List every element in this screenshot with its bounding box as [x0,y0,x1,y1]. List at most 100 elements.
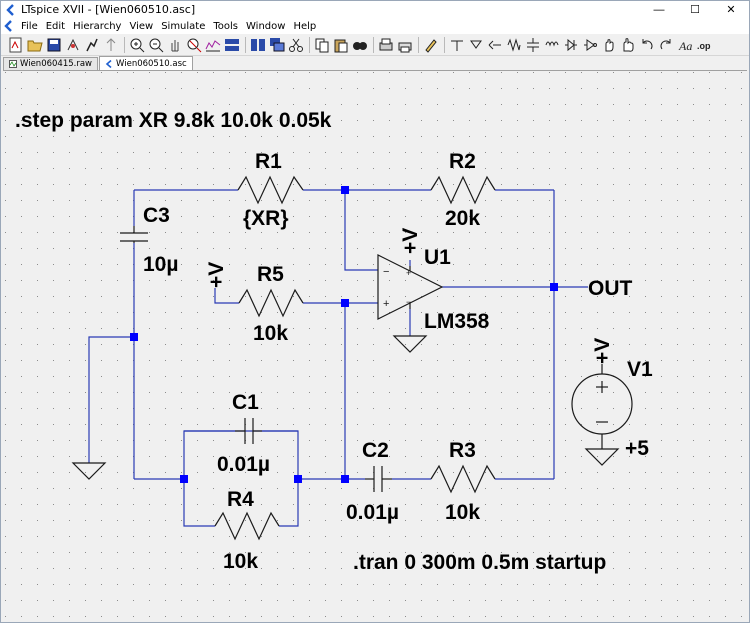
minimize-button[interactable]: — [653,3,665,16]
zoom-out-button[interactable] [147,36,165,54]
pan-icon [171,39,179,51]
open-button[interactable] [26,36,44,54]
resistor-r5[interactable] [238,288,304,318]
paste-button[interactable] [332,36,350,54]
junction-dot [130,333,138,341]
wire[interactable] [183,479,215,527]
move-button[interactable] [600,36,618,54]
document-system-icon[interactable] [3,20,15,32]
wire-button[interactable] [448,36,466,54]
maximize-button[interactable]: ☐ [690,4,700,16]
pencil-icon [425,38,437,53]
undo-button[interactable] [638,36,656,54]
c3-value: 10µ [143,253,178,276]
schematic-canvas[interactable]: − + + − [3,70,747,621]
resistor-button[interactable] [505,36,523,54]
diode-button[interactable] [562,36,580,54]
schematic-icon [105,59,112,68]
drag-button[interactable] [619,36,637,54]
cascade-button[interactable] [268,36,286,54]
run-button[interactable] [83,36,101,54]
ground-symbol[interactable] [392,335,428,353]
menu-bar: File Edit Hierarchy View Simulate Tools … [1,18,749,34]
junction-dot [180,475,188,483]
wire[interactable] [88,336,134,463]
print-button[interactable] [396,36,414,54]
menu-view[interactable]: View [129,20,154,32]
menu-hierarchy[interactable]: Hierarchy [73,20,122,32]
components: − + + − [71,175,633,541]
control-panel-button[interactable] [64,36,82,54]
zoom-in-button[interactable] [128,36,146,54]
cascade-icon [270,37,285,51]
pencil-button[interactable] [422,36,440,54]
capacitor-c1[interactable] [235,418,262,444]
resistor-r3[interactable] [430,464,496,494]
r5-supply-label[interactable]: +V [205,262,228,288]
resistor-r2[interactable] [430,175,496,205]
component-button[interactable] [581,36,599,54]
v1-supply-label[interactable]: +V [591,338,614,364]
out-net-label[interactable]: OUT [588,277,633,300]
toolbar-separator [309,36,310,53]
menu-window[interactable]: Window [246,20,286,32]
wire[interactable] [279,479,299,527]
inductor-button[interactable] [543,36,561,54]
wire[interactable] [214,288,239,304]
zoom-in-icon [130,38,145,52]
capacitor-button[interactable] [524,36,542,54]
label-button[interactable] [486,36,504,54]
wire[interactable] [344,190,378,271]
halt-icon [106,37,116,51]
close-button[interactable]: ✕ [726,4,736,16]
pan-button[interactable] [166,36,184,54]
toolbar-separator [124,36,125,53]
menu-simulate[interactable]: Simulate [161,20,206,32]
opamp-vminus-pin: − [406,297,411,307]
find-button[interactable] [351,36,369,54]
menu-file[interactable]: File [21,20,38,32]
r4-name: R4 [227,488,254,511]
r5-name: R5 [257,263,284,286]
opamp-minus-sign: − [383,266,389,278]
grid-background [3,71,747,621]
menu-help[interactable]: Help [293,20,317,32]
tran-directive[interactable]: .tran 0 300m 0.5m startup [353,551,606,574]
copy-button[interactable] [313,36,331,54]
u1-name: U1 [424,246,451,269]
autoscale-button[interactable] [204,36,222,54]
menu-tools[interactable]: Tools [213,20,239,32]
ground-symbol[interactable] [584,448,620,466]
c2-name: C2 [362,439,389,462]
tab-wien060415-raw[interactable]: Wien060415.raw [3,57,99,70]
ground-button[interactable] [467,36,485,54]
tile-horizontal-button[interactable] [223,36,241,54]
new-schematic-button[interactable] [7,36,25,54]
zoom-fit-icon [187,38,202,52]
cut-button[interactable] [287,36,305,54]
redo-button[interactable] [657,36,675,54]
resistor-r4[interactable] [214,511,280,541]
spice-directive-button[interactable]: .op [695,36,713,54]
voltage-source-v1[interactable] [571,364,633,449]
menu-edit[interactable]: Edit [45,20,66,32]
opamp-u1[interactable] [377,254,444,320]
text-button[interactable]: Aa [676,36,694,54]
title-bar: LTspice XVII - [Wien060510.asc] — ☐ ✕ [1,1,749,18]
save-button[interactable] [45,36,63,54]
step-directive[interactable]: .step param XR 9.8k 10.0k 0.05k [15,109,332,132]
tab-wien060510-asc[interactable]: Wien060510.asc [99,56,193,70]
ground-symbol[interactable] [71,462,107,480]
capacitor-c2[interactable] [365,466,392,492]
capacitor-c3[interactable] [120,226,148,243]
resistor-r1[interactable] [237,175,304,205]
window-title: LTspice XVII - [Wien060510.asc] [21,3,196,16]
schematic-svg[interactable]: − + + − [3,71,747,621]
halt-button[interactable] [102,36,120,54]
print-setup-button[interactable] [377,36,395,54]
tile-vertical-button[interactable] [249,36,267,54]
zoom-fit-button[interactable] [185,36,203,54]
document-tabs: Wien060415.raw Wien060510.asc [1,56,749,70]
u1-supply-label[interactable]: +V [399,228,422,254]
